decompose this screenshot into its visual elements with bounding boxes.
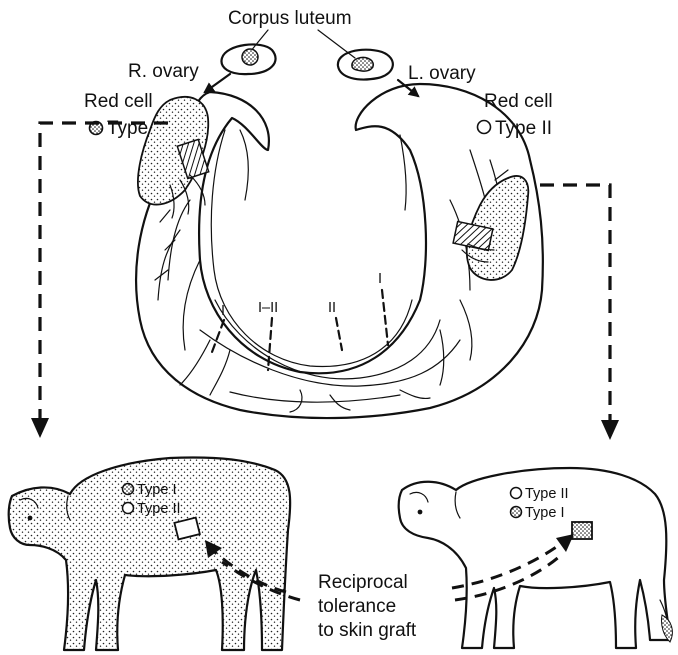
corpus-luteum-right — [242, 49, 258, 65]
marker-i-ii: I–II — [258, 300, 278, 316]
l-ovary-label: L. ovary — [408, 63, 476, 84]
cow-left-type-i-icon — [123, 484, 134, 495]
cow-right-type-i-icon — [511, 507, 522, 518]
red-cell-left-label: Red cell — [84, 91, 153, 112]
r-ovary-arrow — [205, 74, 230, 92]
graft-right-icon — [572, 522, 592, 539]
reciprocal-label-2: tolerance — [318, 596, 396, 617]
cow-right-type-i: Type I — [525, 505, 565, 521]
cow-right-type-ii: Type II — [525, 486, 569, 502]
type-ii-marker-icon — [478, 121, 491, 134]
left-ovary — [338, 50, 393, 80]
marker-i-right: I — [378, 271, 382, 287]
corpus-luteum-pointer-right — [318, 30, 355, 58]
cow-left-type-ii-icon — [123, 503, 134, 514]
junction-markers — [212, 290, 388, 370]
red-cell-right-label: Red cell — [484, 91, 553, 112]
reciprocal-label-1: Reciprocal — [318, 572, 408, 593]
marker-ii: II — [328, 300, 336, 316]
left-connector-arrowhead — [31, 418, 49, 438]
cow-left-type-i: Type I — [137, 482, 177, 498]
right-ovary — [222, 44, 276, 74]
reciprocal-label-3: to skin graft — [318, 620, 417, 641]
corpus-luteum-label: Corpus luteum — [228, 8, 352, 29]
fetus-left — [138, 97, 209, 218]
r-ovary-label: R. ovary — [128, 61, 199, 82]
right-connector-dashed — [540, 185, 610, 420]
cow-right-type-ii-icon — [511, 488, 522, 499]
red-cell-right-type: Type II — [495, 118, 552, 139]
marker-i-left: I — [221, 303, 225, 319]
fetus-right — [453, 176, 528, 280]
corpus-luteum-left — [352, 57, 373, 71]
cow-left-type-ii: Type II — [137, 501, 181, 517]
right-connector-arrowhead — [601, 420, 619, 440]
